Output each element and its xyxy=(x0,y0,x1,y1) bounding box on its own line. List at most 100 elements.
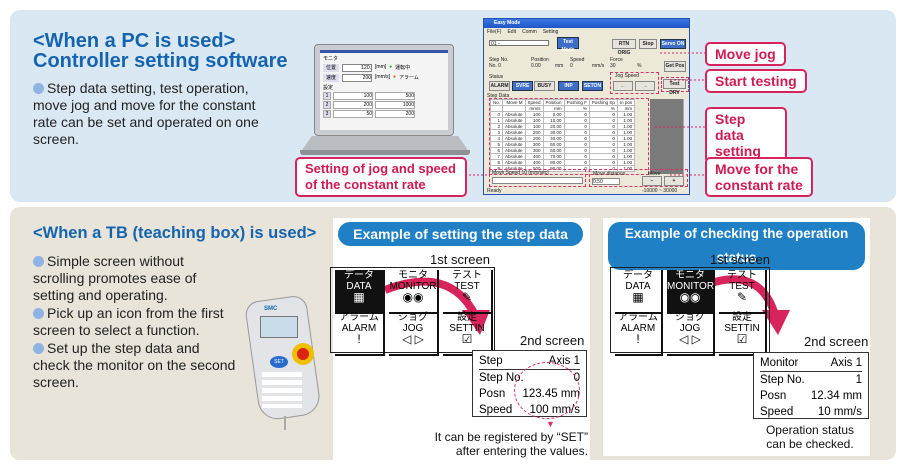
move-speed-group: Move Speed 10 [mm/sec] xyxy=(489,169,586,187)
table-cell[interactable]: 500 xyxy=(524,165,544,172)
callout-leaders xyxy=(465,52,707,176)
tile-icon: ☑ xyxy=(461,332,473,346)
speed-unit: mm/s xyxy=(592,63,605,69)
jog-group: Jog Speed ← → xyxy=(610,72,659,94)
tile-icon: ◉◉ xyxy=(402,290,424,304)
move-plus-button[interactable]: + xyxy=(664,176,684,186)
tile-icon: ☑ xyxy=(736,332,748,346)
status-inp: INP xyxy=(558,81,579,91)
jog-left-button[interactable]: ← xyxy=(613,81,633,91)
status-busy: BUSY xyxy=(534,81,555,91)
example-step-data-header: Example of setting the step data xyxy=(338,222,583,246)
window-title: Easy Mode xyxy=(484,19,689,28)
example-step-data-card xyxy=(333,218,590,460)
status-label: Status xyxy=(489,74,504,80)
example-status-header: Example of checking the operation status xyxy=(608,222,865,270)
position-label: Position xyxy=(531,57,549,63)
tile-icon: ▦ xyxy=(353,290,365,304)
status-svre: SVRE xyxy=(512,81,533,91)
tile-icon: ◁ ▷ xyxy=(402,332,424,346)
select-arrow-icon xyxy=(383,277,490,335)
menu-bar: File(F) Edit Comm Setting xyxy=(484,28,689,36)
menu-item[interactable]: Edit xyxy=(507,29,517,35)
move-speed-slider[interactable] xyxy=(492,177,583,184)
move-minus-button[interactable]: − xyxy=(642,176,662,186)
force-unit: % xyxy=(637,63,642,69)
screen-row: Step No.1 xyxy=(760,374,862,386)
rtn-orig-button[interactable]: RTN ORIG xyxy=(612,39,636,56)
servo-on-button[interactable]: Servo ON xyxy=(660,39,686,49)
move-distance-input[interactable]: 0.50 xyxy=(592,178,620,185)
jog-right-button[interactable]: → xyxy=(635,81,655,91)
arrow-down-icon: ▼ xyxy=(546,419,555,429)
status-bar-text: Ready xyxy=(487,188,502,194)
table-cell[interactable]: 0 xyxy=(563,165,590,172)
tb-title: <When a TB (teaching box) is used> xyxy=(33,224,317,242)
step-no-label: Step No. xyxy=(489,57,509,63)
table-scrollbar[interactable] xyxy=(683,99,688,174)
position-unit: mm xyxy=(555,63,564,69)
status-bar-range: -10000 ~ 30000 xyxy=(642,188,678,194)
first-screen-label: 1st screen xyxy=(430,252,490,267)
tb-bullet: Pick up an icon from the first screen to… xyxy=(33,305,224,338)
second-screen-label: 2nd screen xyxy=(804,334,869,349)
register-note: It can be registered by “SET”after enter… xyxy=(434,430,588,458)
move-group: Move distance Move 0.50 − + xyxy=(589,169,688,187)
pc-bullet: Step data setting, test operation, move … xyxy=(33,80,259,147)
teaching-box-illustration: SMC SET xyxy=(243,294,323,430)
step-data-label: Step Data xyxy=(487,93,510,99)
speed-value: 0 xyxy=(570,63,573,69)
force-value: 30 xyxy=(610,63,616,69)
menu-item[interactable]: File(F) xyxy=(487,29,502,35)
test-mode-button[interactable]: Test Mode xyxy=(557,37,579,53)
menu-item[interactable]: Setting xyxy=(542,29,559,35)
tile-icon: ! xyxy=(357,332,361,346)
tile-icon: ▦ xyxy=(632,290,644,304)
step-no-value: No. 0 xyxy=(489,63,501,69)
get-pos-button[interactable]: Get Pos xyxy=(664,61,686,72)
second-screen-label: 2nd screen xyxy=(520,333,585,348)
easy-mode-window: Easy Mode File(F) Edit Comm Setting 01 - Te… xyxy=(483,18,690,195)
table-cell[interactable]: 9 xyxy=(490,165,504,172)
table-cell[interactable]: 1.00 xyxy=(616,165,636,172)
callout-move-constant-rate: Move for the constant rate xyxy=(705,157,813,197)
pc-subtitle: Controller setting software xyxy=(33,50,288,72)
status-alarm: ALARM xyxy=(489,81,510,91)
stop-button[interactable]: Stop xyxy=(639,39,657,49)
tile-icon: ◉◉ xyxy=(679,290,701,304)
menu-item[interactable]: Comm xyxy=(522,29,537,35)
tb-bullet: Set up the step data and check the monit… xyxy=(33,340,236,390)
callout-step-data-setting: Step data setting xyxy=(705,107,787,163)
callout-start-testing: Start testing xyxy=(705,69,807,93)
axis-select[interactable]: 01 - xyxy=(489,40,549,47)
laptop-monitor-label: モニタ xyxy=(323,56,339,62)
force-label: Force xyxy=(610,57,623,63)
tile-icon: ✎ xyxy=(736,290,748,304)
